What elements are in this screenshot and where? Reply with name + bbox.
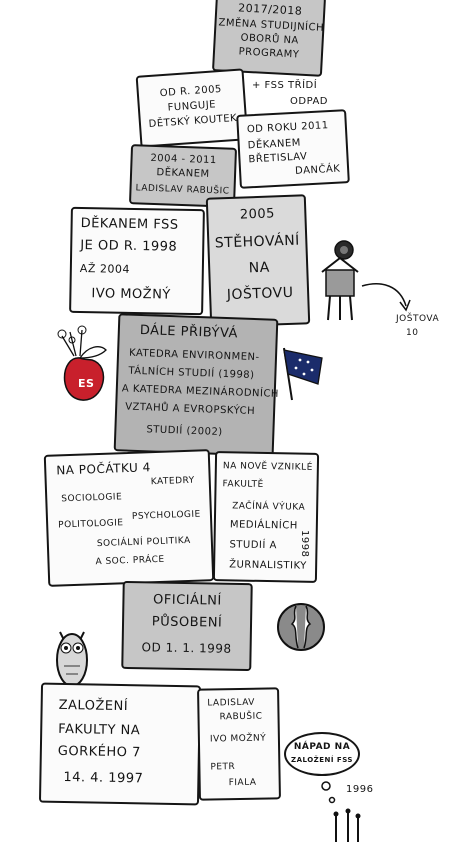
department-psychology: psychologie [131, 509, 201, 522]
eu-flag-doodle [283, 347, 323, 401]
dean-mozny-box: Děkanem FSS je od r. 1998 až 2004 Ivo Mo… [69, 206, 205, 316]
curriculum-change-year: 2017/2018 [237, 1, 303, 18]
official-start-line2: působení [151, 614, 223, 631]
initial-departments-box: Na počátku 4 katedry sociologie psycholo… [43, 449, 215, 587]
department-sociology: sociologie [61, 492, 123, 505]
department-social-work: a soc. práce [95, 554, 165, 568]
media-studies-year: 1998 [299, 530, 310, 558]
founding-date: 14. 4. 1997 [63, 770, 144, 787]
media-studies-line3: začíná výuka [232, 501, 306, 513]
official-start-line3: od 1. 1. 1998 [141, 640, 232, 656]
dean-dancak-line2: děkanem [247, 137, 302, 152]
media-studies-line5: studií a [229, 539, 278, 552]
founder-name-3a: Petr [210, 762, 236, 773]
new-departments-line5: vztahů a evropských [124, 401, 256, 418]
dean-dancak-line1: Od roku 2011 [246, 120, 329, 136]
initial-departments-line1: Na počátku 4 [56, 460, 151, 478]
founder-name-2: Ivo Možný [209, 733, 267, 745]
moving-year: 2005 [239, 206, 276, 223]
media-studies-box: Na nově vzniklé fakultě začíná výuka med… [212, 451, 320, 583]
sprouts-doodle [333, 808, 361, 842]
department-political-science: politologie [58, 518, 124, 531]
media-studies-line1: Na nově vzniklé [222, 461, 313, 473]
waste-sorting-line1: + FSS třídí [252, 80, 318, 91]
thought-dots [321, 781, 336, 804]
founder-name-1a: Ladislav [207, 697, 256, 709]
moving-line4: Joštovu [226, 284, 294, 304]
dean-dancak-line3: Břetislav [248, 151, 308, 166]
idea-year: 1996 [346, 784, 374, 795]
official-start-box: Oficiální působení od 1. 1. 1998 [121, 580, 253, 672]
new-departments-line2: katedra environmen- [128, 347, 260, 364]
dean-mozny-line2: je od r. 1998 [80, 238, 178, 255]
apple-label: ES [78, 377, 95, 390]
new-departments-box: Dále přibývá katedra environmen- tálních… [113, 313, 280, 457]
founders-box: Ladislav Rabušic Ivo Možný Petr Fiala [197, 687, 281, 801]
founder-name-1b: Rabušic [219, 711, 263, 723]
address-line2: 10 [406, 328, 419, 338]
address-arrow [361, 283, 411, 312]
dean-mozny-line4: Ivo Možný [91, 286, 171, 303]
founding-box: Založení fakulty na Gorkého 7 14. 4. 199… [38, 682, 202, 806]
apple-doodle [57, 325, 107, 401]
idea-bubble-line1: Nápad na [293, 742, 351, 752]
owl-doodle [56, 631, 88, 692]
dean-mozny-line3: až 2004 [79, 262, 131, 276]
media-studies-line2: fakultě [222, 479, 264, 490]
media-studies-line4: mediálních [229, 519, 298, 532]
dean-rabusic-line1: 2004 - 2011 [150, 152, 217, 167]
curriculum-change-line3: programy [238, 46, 300, 61]
new-departments-line4: a katedra mezinárodních [121, 383, 280, 400]
founding-line2: fakulty na [58, 721, 141, 739]
dean-mozny-line1: Děkanem FSS [80, 216, 179, 233]
dean-dancak-box: Od roku 2011 děkanem Břetislav Dančák [236, 109, 350, 189]
founding-line3: Gorkého 7 [57, 743, 141, 761]
department-social-policy: sociální politika [96, 535, 191, 550]
new-departments-line3: tálních studií (1998) [128, 365, 255, 382]
idea-bubble: Nápad na založení FSS [284, 732, 360, 776]
founding-line1: Založení [58, 697, 129, 715]
kids-corner-box: Od r. 2005 funguje dětský koutek [135, 68, 249, 148]
initial-departments-line2: katedry [150, 475, 195, 488]
founder-name-3b: Fiala [228, 777, 257, 789]
official-start-line1: Oficiální [152, 592, 222, 609]
building-doodle [321, 240, 359, 321]
address-line1: Joštova [396, 314, 440, 324]
profiles-doodle [277, 603, 325, 651]
kids-corner-line3: dětský koutek [148, 112, 238, 131]
moving-line3: na [248, 259, 271, 277]
moving-line2: stěhování [214, 232, 301, 252]
new-departments-line1: Dále přibývá [139, 323, 239, 342]
curriculum-change-box: 2017/2018 Změna studijních oborů na prog… [211, 0, 327, 77]
dean-rabusic-line3: Ladislav Rabušic [135, 183, 230, 197]
idea-bubble-line2: založení FSS [291, 756, 353, 764]
new-departments-line6: studií (2002) [146, 424, 223, 438]
moving-box: 2005 stěhování na Joštovu [205, 194, 311, 328]
dean-dancak-line4: Dančák [294, 163, 341, 177]
media-studies-line6: žurnalistiky [229, 559, 307, 572]
waste-sorting-line2: odpad [290, 96, 329, 107]
dean-rabusic-line2: děkanem [156, 167, 210, 180]
